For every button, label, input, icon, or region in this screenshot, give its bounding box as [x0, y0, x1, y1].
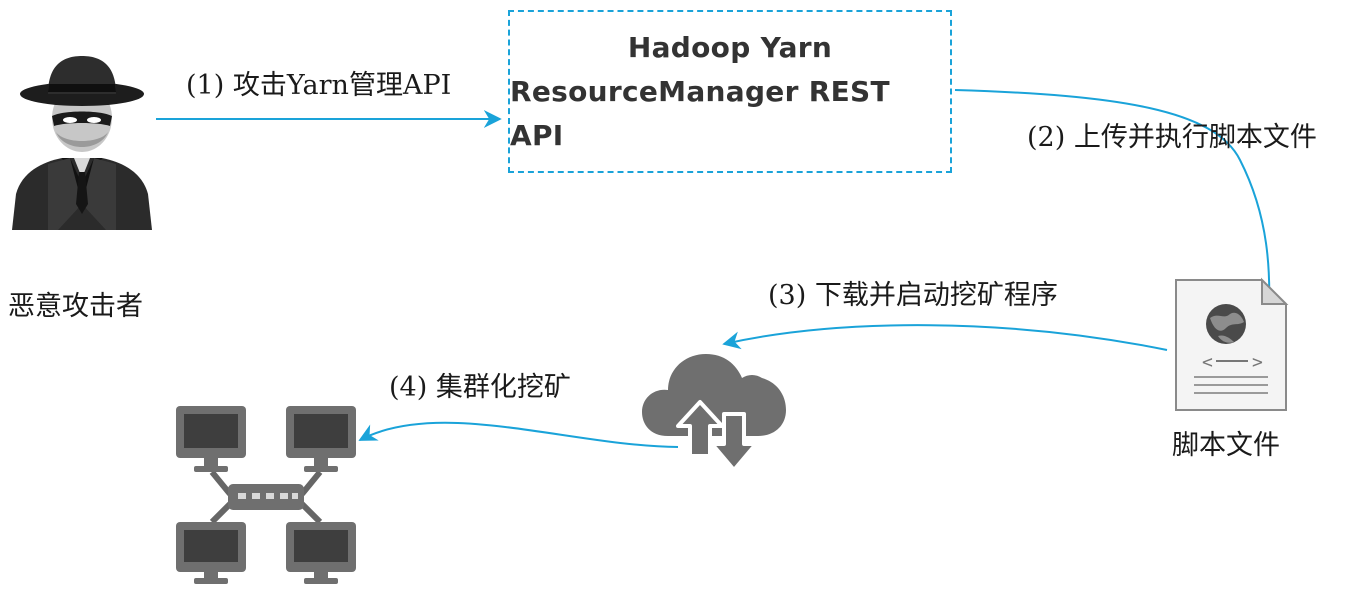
arrow-step-2 — [954, 89, 1279, 332]
cluster-network-icon — [176, 406, 356, 584]
attacker-label: 恶意攻击者 — [8, 291, 143, 322]
step-4-label: (4) 集群化挖矿 — [389, 372, 571, 403]
hacker-icon — [12, 56, 152, 230]
api-title-line2: ResourceManager REST API — [510, 74, 890, 152]
svg-text:>: > — [1252, 352, 1263, 373]
step-3-label: (3) 下载并启动挖矿程序 — [768, 280, 1058, 311]
svg-text:<: < — [1202, 352, 1213, 373]
arrow-step-4 — [358, 421, 679, 448]
step-2-label: (2) 上传并执行脚本文件 — [1027, 122, 1317, 153]
arrow-step-3 — [722, 324, 1168, 351]
script-file-icon: < > — [1175, 277, 1289, 411]
step-1-label: (1) 攻击Yarn管理API — [186, 70, 452, 101]
api-title-line1: Hadoop Yarn — [627, 30, 833, 64]
cloud-transfer-icon — [642, 354, 786, 470]
api-box: Hadoop Yarn ResourceManager REST API — [508, 10, 952, 173]
script-file-label: 脚本文件 — [1172, 430, 1280, 461]
